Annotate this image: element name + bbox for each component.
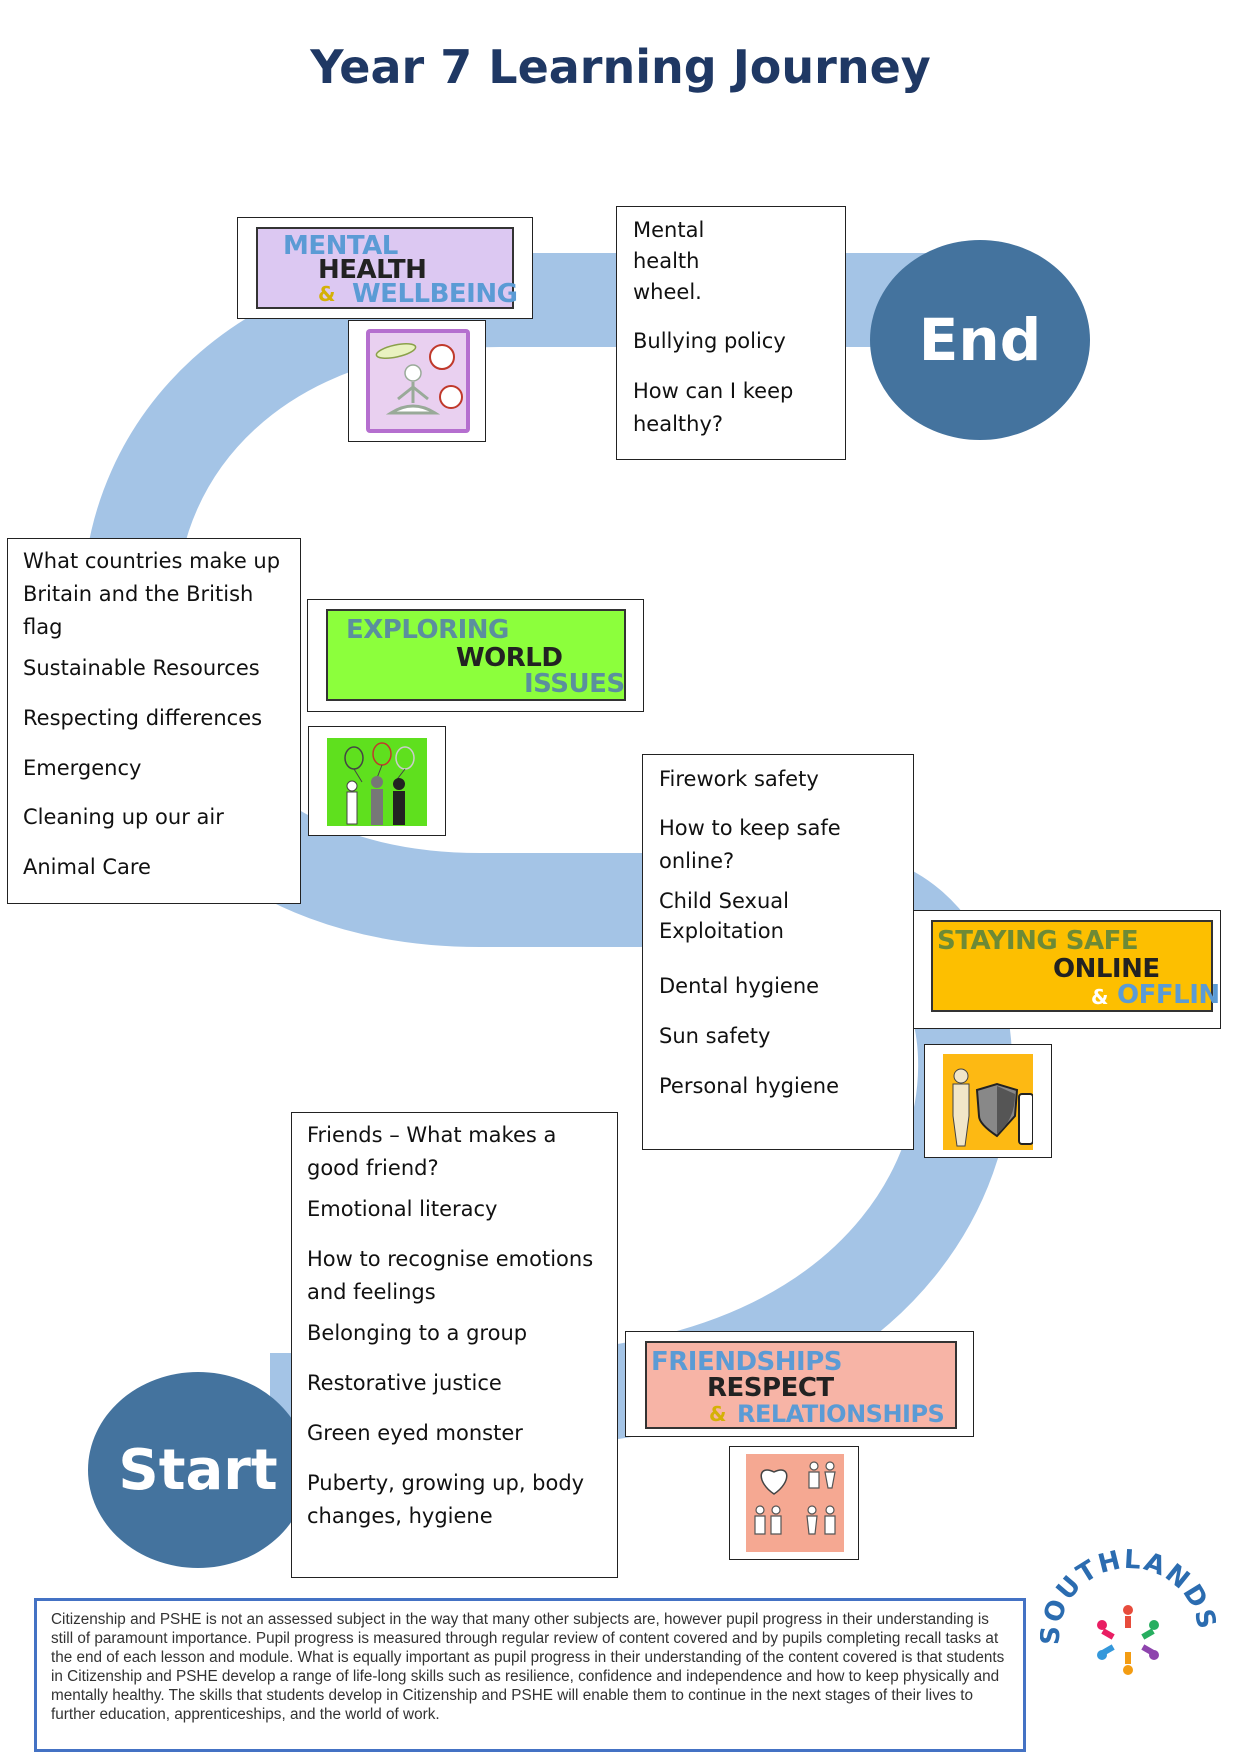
topic-item: Mental health wheel. [633,218,705,304]
mental-banner-amp: & [318,282,335,306]
topic-item: How to recognise emotions and feelings [307,1247,594,1304]
page-title: Year 7 Learning Journey [310,40,931,94]
logo-text: SOUTHLANDS SCHOOL [1040,1540,1216,1646]
heart-people-icon [746,1454,844,1552]
staying-safe-topics: Firework safety How to keep safe online?… [642,754,914,1150]
safe-banner-line3: OFFLIN [1117,980,1220,1010]
topic-item: How to keep safe online? [659,816,841,873]
staying-safe-banner-frame: STAYING SAFE ONLINE & OFFLIN [913,910,1221,1029]
friendships-icon-frame [729,1446,859,1560]
topic-item: Personal hygiene [659,1074,839,1098]
mental-banner-line3: WELLBEING [352,279,518,309]
mental-health-banner-frame: MENTAL HEALTH & WELLBEING [237,217,533,319]
world-issues-icon-frame [308,726,446,836]
start-label: Start [118,1437,278,1503]
topic-item: Dental hygiene [659,974,820,998]
mental-banner-line1: MENTAL [283,231,398,261]
world-issues-banner-frame: EXPLORING WORLD ISSUES [307,599,644,712]
friends-banner-line2: RESPECT [707,1373,834,1403]
world-banner-line2: WORLD [456,643,563,673]
safe-banner-amp: & [1091,985,1108,1009]
topic-item: Animal Care [23,855,151,879]
topic-item: Bullying policy [633,329,786,353]
topic-item: Respecting differences [23,706,263,730]
topic-item: Friends – What makes a good friend? [307,1123,557,1180]
topic-item: Restorative justice [307,1371,502,1395]
topic-item: How can I keep healthy? [633,379,794,436]
end-label: End [918,306,1042,374]
people-balloons-icon [327,738,427,826]
southlands-school-logo: SOUTHLANDS SCHOOL [1040,1540,1216,1675]
topic-item: Child Sexual Exploitation [659,889,789,943]
topic-item: Emergency [23,756,142,780]
topic-item: Sustainable Resources [23,656,260,680]
topic-item: Belonging to a group [307,1321,528,1345]
friends-banner-amp: & [709,1402,726,1426]
topic-item: Firework safety [659,767,819,791]
assessment-note: Citizenship and PSHE is not an assessed … [34,1598,1026,1752]
topic-item: Cleaning up our air [23,805,224,829]
friendships-topics: Friends – What makes a good friend? Emot… [291,1112,618,1578]
topic-item: Sun safety [659,1024,771,1048]
friendships-banner-frame: FRIENDSHIPS RESPECT & RELATIONSHIPS [625,1331,974,1437]
staying-safe-banner: STAYING SAFE ONLINE & OFFLIN [931,920,1220,1012]
world-banner-line3: ISSUES [524,669,625,699]
start-circle: Start [88,1372,308,1568]
friends-banner-line1: FRIENDSHIPS [651,1347,843,1377]
staying-safe-icon-frame [924,1044,1052,1158]
world-banner-line1: EXPLORING [346,615,509,645]
safe-banner-line2: ONLINE [1053,954,1160,984]
friendships-banner: FRIENDSHIPS RESPECT & RELATIONSHIPS [645,1341,957,1429]
shield-phone-icon [943,1054,1033,1150]
world-issues-banner: EXPLORING WORLD ISSUES [326,609,626,701]
mental-banner-line2: HEALTH [318,255,427,285]
mental-health-banner: MENTAL HEALTH & WELLBEING [256,227,518,309]
world-issues-topics: What countries make up Britain and the B… [7,538,301,904]
meditation-icon [366,329,470,433]
mental-health-icon-frame [348,320,486,442]
mental-health-topics: Mental health wheel. Bullying policy How… [616,206,846,460]
end-circle: End [870,240,1090,440]
friends-banner-line3: RELATIONSHIPS [737,1400,945,1428]
topic-item: Puberty, growing up, body changes, hygie… [307,1471,585,1528]
safe-banner-line1: STAYING SAFE [937,926,1139,956]
topic-item: Emotional literacy [307,1197,498,1221]
topic-item: Green eyed monster [307,1421,523,1445]
topic-item: What countries make up Britain and the B… [23,549,281,639]
